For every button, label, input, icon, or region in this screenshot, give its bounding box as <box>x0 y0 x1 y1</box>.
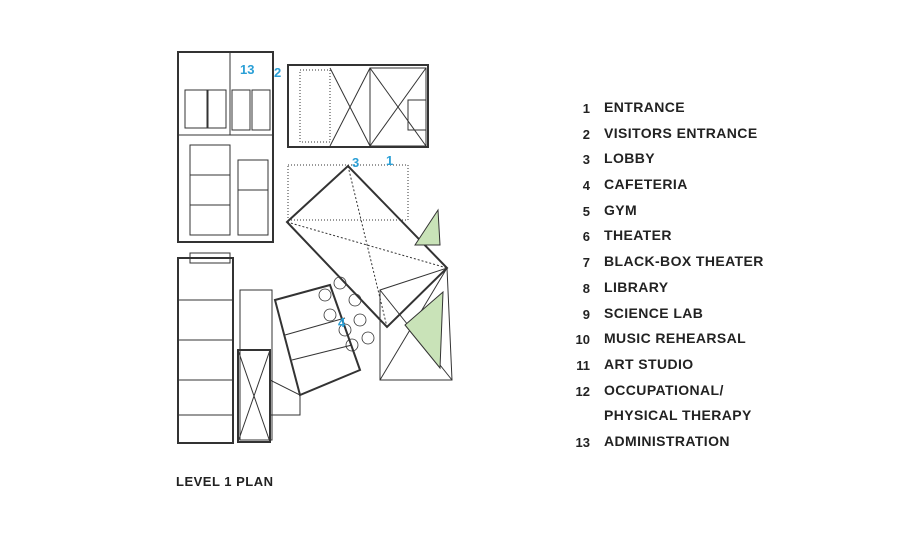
room-legend: 1 ENTRANCE 2 VISITORS ENTRANCE 3 LOBBY 4… <box>562 99 802 461</box>
legend-label: LOBBY <box>604 150 655 167</box>
legend-label: ADMINISTRATION <box>604 432 730 449</box>
theater-block <box>287 64 429 148</box>
legend-row-visitors-entrance: 2 VISITORS ENTRANCE <box>562 125 802 153</box>
plan-caption: LEVEL 1 PLAN <box>176 474 274 489</box>
legend-number: 6 <box>582 229 590 245</box>
legend-row-art-studio: 11 ART STUDIO <box>562 356 802 384</box>
legend-number: 5 <box>582 203 590 219</box>
legend-label: BLACK-BOX THEATER <box>604 253 764 270</box>
legend-row-library: 8 LIBRARY <box>562 279 802 307</box>
courtyard-north <box>414 208 441 246</box>
legend-number: 2 <box>582 126 590 142</box>
callout-lobby: 3 <box>352 155 360 170</box>
legend-row-lobby: 3 LOBBY <box>562 150 802 178</box>
legend-number: 3 <box>582 152 590 168</box>
legend-number: 13 <box>575 434 590 450</box>
legend-label: OCCUPATIONAL/ PHYSICAL THERAPY <box>604 381 752 424</box>
legend-number: 1 <box>582 101 590 116</box>
legend-number: 8 <box>582 280 590 296</box>
legend-label: ENTRANCE <box>604 99 685 115</box>
legend-label: LIBRARY <box>604 278 669 295</box>
legend-row-theater: 6 THEATER <box>562 227 802 255</box>
legend-row-administration: 13 ADMINISTRATION <box>562 433 802 461</box>
legend-number: 10 <box>575 332 590 348</box>
legend-number: 7 <box>582 255 590 271</box>
courtyard-south <box>404 290 444 370</box>
legend-row-science-lab: 9 SCIENCE LAB <box>562 305 802 333</box>
legend-label: MUSIC REHEARSAL <box>604 330 747 347</box>
legend-row-cafeteria: 4 CAFETERIA <box>562 176 802 204</box>
central-wing <box>269 283 362 416</box>
callout-administration: 13 <box>240 62 255 77</box>
legend-label: ART STUDIO <box>604 355 694 372</box>
west-wing <box>177 51 274 444</box>
legend-number: 11 <box>576 357 590 373</box>
callout-entrance: 1 <box>386 153 394 168</box>
legend-row-entrance: 1 ENTRANCE <box>562 99 802 127</box>
legend-number: 9 <box>582 306 590 322</box>
legend-number: 12 <box>575 383 590 399</box>
legend-row-music-rehearsal: 10 MUSIC REHEARSAL <box>562 330 802 358</box>
callout-cafeteria: 4 <box>338 315 346 330</box>
legend-row-gym: 5 GYM <box>562 202 802 230</box>
legend-label: SCIENCE LAB <box>604 304 704 321</box>
cafeteria-seating <box>318 276 375 352</box>
legend-label: GYM <box>604 201 638 218</box>
legend-label: CAFETERIA <box>604 176 688 193</box>
legend-row-black-box-theater: 7 BLACK-BOX THEATER <box>562 253 802 281</box>
callout-visitors-entrance: 2 <box>274 65 282 80</box>
legend-label: VISITORS ENTRANCE <box>604 124 758 141</box>
legend-label: THEATER <box>604 227 672 244</box>
legend-row-therapy: 12 OCCUPATIONAL/ PHYSICAL THERAPY <box>562 382 802 435</box>
legend-number: 4 <box>582 178 590 194</box>
